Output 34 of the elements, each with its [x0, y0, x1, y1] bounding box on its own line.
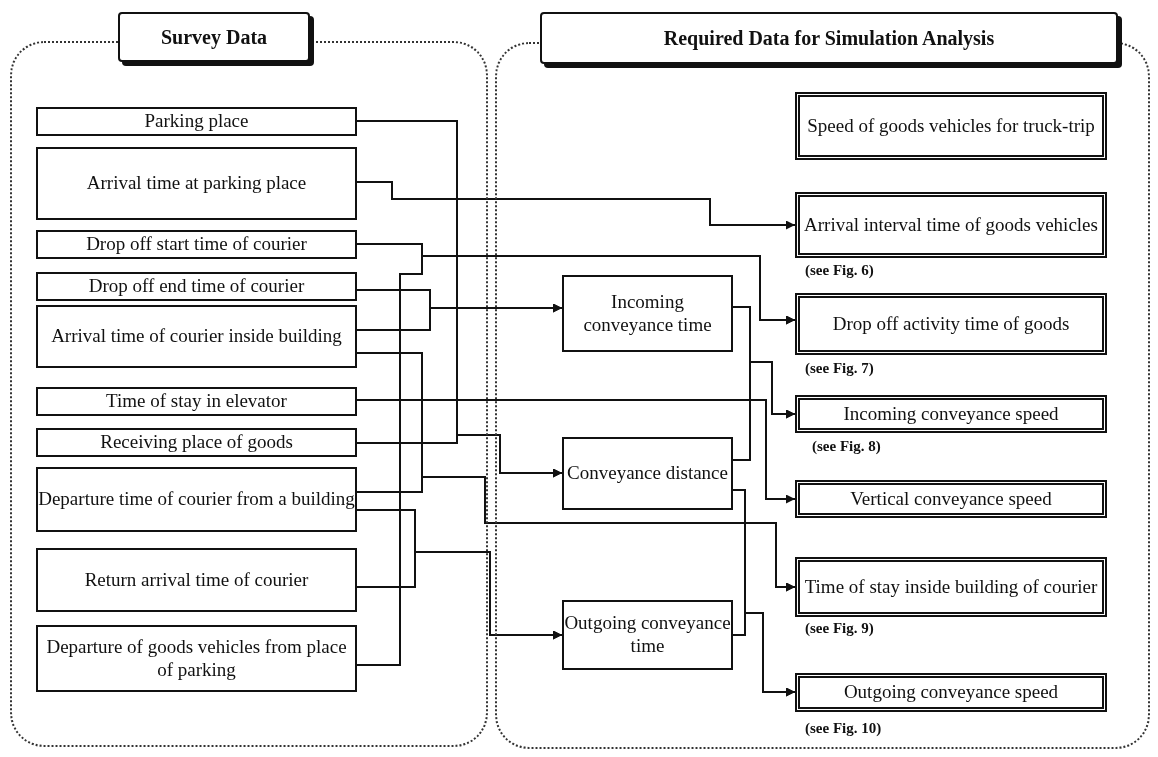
connector-arrow	[356, 399, 796, 504]
connector-arrow	[732, 612, 796, 697]
data-box: Departure time of courier from a building	[36, 467, 357, 532]
connector-arrow	[356, 476, 796, 592]
data-box: Conveyance distance	[562, 437, 733, 510]
figure-reference: (see Fig. 10)	[805, 720, 882, 737]
figure-reference: (see Fig. 6)	[805, 262, 874, 279]
result-box: Speed of goods vehicles for truck-trip	[795, 92, 1107, 160]
data-box: Arrival time of courier inside building	[36, 305, 357, 368]
figure-reference: (see Fig. 8)	[812, 438, 881, 455]
result-box: Drop off activity time of goods	[795, 293, 1107, 355]
result-box: Arrival interval time of goods vehicles	[795, 192, 1107, 258]
data-box: Outgoing conveyance time	[562, 600, 733, 670]
connector-arrow	[356, 255, 796, 666]
figure-reference: (see Fig. 9)	[805, 620, 874, 637]
figure-reference: (see Fig. 7)	[805, 360, 874, 377]
data-box: Parking place	[36, 107, 357, 136]
connector-arrow	[356, 181, 796, 230]
data-box: Return arrival time of courier	[36, 548, 357, 612]
result-box: Vertical conveyance speed	[795, 480, 1107, 518]
data-box: Departure of goods vehicles from place of parking	[36, 625, 357, 692]
result-box: Outgoing conveyance speed	[795, 673, 1107, 712]
connector-arrow	[732, 361, 796, 461]
connector-arrow	[356, 434, 563, 478]
result-box: Incoming conveyance speed	[795, 395, 1107, 433]
connector-arrow	[356, 551, 563, 640]
data-box: Drop off end time of courier	[36, 272, 357, 301]
data-box: Time of stay in elevator	[36, 387, 357, 416]
data-box: Arrival time at parking place	[36, 147, 357, 220]
result-box: Time of stay inside building of courier	[795, 557, 1107, 617]
data-box: Drop off start time of courier	[36, 230, 357, 259]
connector-arrow	[356, 303, 563, 331]
data-box: Receiving place of goods	[36, 428, 357, 457]
data-box: Incoming conveyance time	[562, 275, 733, 352]
